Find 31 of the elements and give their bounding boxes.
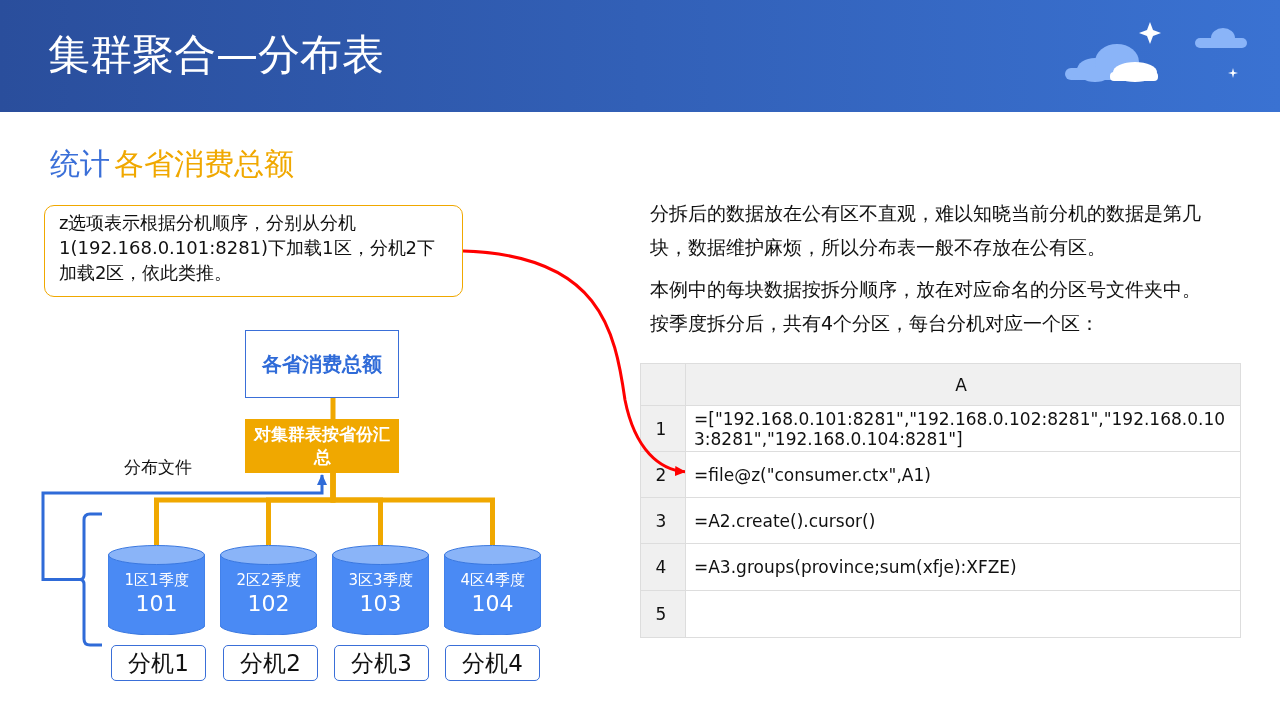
process-box: 对集群表按省份汇总: [245, 419, 399, 473]
row-number-cell: 3: [640, 497, 686, 544]
row-number-cell: 5: [640, 590, 686, 638]
result-box: 各省消费总额: [245, 330, 399, 398]
callout-box: z选项表示根据分机顺序，分别从分机1(192.168.0.101:8281)下加载1区，分机2下加载2区，依此类推。: [44, 205, 463, 297]
arrow: [41, 474, 327, 581]
cylinder-label: 102: [246, 591, 291, 616]
slide-title: 集群聚合—分布表: [48, 29, 384, 81]
cylinder-label: 1区1季度: [123, 571, 190, 590]
cylinder-label: 3区3季度: [347, 571, 414, 590]
machine-box: 分机4: [445, 645, 540, 681]
paragraph: 分拆后的数据放在公有区不直观，难以知晓当前分机的数据是第几块，数据维护麻烦，所以分布表一般不存放在公有区。: [650, 201, 1202, 260]
table-cell: =file@z("consumer.ctx",A1): [685, 451, 1241, 498]
connector-line: [330, 473, 495, 545]
row-number-cell: 1: [640, 405, 686, 452]
cylinder-label: 103: [358, 591, 403, 616]
cylinder-label: 2区2季度: [235, 571, 302, 590]
cylinder-label: 4区4季度: [459, 571, 526, 590]
column-header-cell: A: [685, 363, 1241, 406]
connector-line: [330, 398, 336, 419]
machine-box: 分机3: [334, 645, 429, 681]
arrow: [462, 249, 686, 476]
machine-box: 分机1: [111, 645, 206, 681]
cylinder-label: 104: [470, 591, 515, 616]
machine-box: 分机2: [223, 645, 318, 681]
section-heading: 统计: [50, 145, 110, 183]
paragraph: 本例中的每块数据按拆分顺序，放在对应命名的分区号文件夹中。按季度拆分后，共有4个分区，每台分机对应一个区：: [650, 277, 1202, 336]
row-number-cell: 4: [640, 543, 686, 591]
section-heading: 各省消费总额: [114, 145, 294, 183]
edge-label: 分布文件: [122, 456, 194, 478]
cylinder-label: 101: [134, 591, 179, 616]
